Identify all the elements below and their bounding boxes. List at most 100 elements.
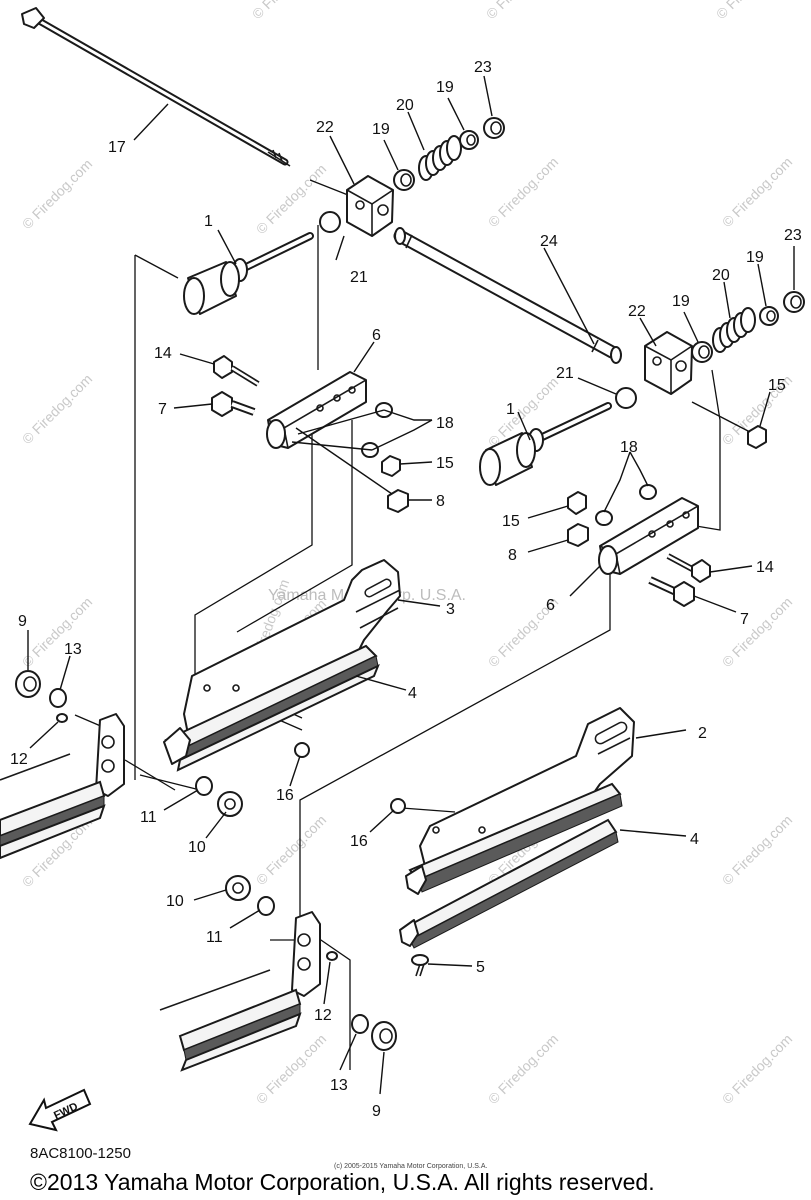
callout-15: 15 bbox=[502, 513, 520, 530]
callout-18: 18 bbox=[436, 415, 454, 432]
callout-9: 9 bbox=[18, 613, 27, 630]
part-21-spacer-right bbox=[615, 387, 637, 409]
part-12-pin-upper bbox=[56, 713, 68, 723]
callout-5: 5 bbox=[476, 959, 485, 976]
callout-6: 6 bbox=[546, 597, 555, 614]
watermark-text: © Firedog.com bbox=[713, 0, 789, 22]
callout-10: 10 bbox=[166, 893, 184, 910]
leader-lines bbox=[27, 75, 795, 1095]
watermark-text: © Firedog.com bbox=[719, 1031, 795, 1107]
part-13-bushing-upper bbox=[49, 688, 67, 708]
part-1-shaft-right bbox=[479, 402, 612, 486]
callout-19: 19 bbox=[672, 293, 690, 310]
spring-assembly-right bbox=[691, 291, 805, 363]
callout-9: 9 bbox=[372, 1103, 381, 1120]
part-10-washer-lower-inner bbox=[232, 882, 244, 894]
fastener-group-left bbox=[361, 402, 409, 513]
callout-6: 6 bbox=[372, 327, 381, 344]
part-code-label: 8AC8100-1250 bbox=[30, 1145, 131, 1162]
part-10-washer-upper bbox=[217, 791, 243, 817]
callout-8: 8 bbox=[508, 547, 517, 564]
watermark-text: © Firedog.com bbox=[19, 594, 95, 670]
callout-23: 23 bbox=[474, 59, 492, 76]
part-7-bolt-left bbox=[211, 391, 256, 417]
callout-4: 4 bbox=[690, 831, 699, 848]
part-16-pin-upper bbox=[294, 742, 310, 758]
watermark-text: © Firedog.com bbox=[483, 0, 559, 22]
part-14-bolt-right bbox=[666, 553, 711, 583]
callout-1: 1 bbox=[506, 401, 515, 418]
callout-1: 1 bbox=[204, 213, 213, 230]
callout-20: 20 bbox=[712, 267, 730, 284]
callout-15: 15 bbox=[768, 377, 786, 394]
callout-11: 11 bbox=[206, 929, 223, 946]
callout-22: 22 bbox=[628, 303, 646, 320]
watermark-text: © Firedog.com bbox=[19, 156, 95, 232]
watermark-text: © Firedog.com bbox=[253, 812, 329, 888]
part-21-spacer-left bbox=[319, 211, 341, 233]
callout-20: 20 bbox=[396, 97, 414, 114]
assembly-guides bbox=[74, 179, 721, 1070]
callout-22: 22 bbox=[316, 119, 334, 136]
callout-16: 16 bbox=[350, 833, 368, 850]
part-10-washer-upper-inner bbox=[224, 798, 236, 810]
part-13-bushing-lower bbox=[351, 1014, 369, 1034]
part-24-shaft bbox=[393, 227, 622, 364]
callout-24: 24 bbox=[540, 233, 558, 250]
small-copyright: (c) 2005-2015 Yamaha Motor Corporation, … bbox=[334, 1163, 487, 1170]
watermark-text: © Firedog.com bbox=[719, 154, 795, 230]
spring-assembly-left bbox=[393, 117, 505, 191]
part-9-cap-lower-inner bbox=[379, 1028, 393, 1044]
callout-21: 21 bbox=[556, 365, 574, 382]
callout-2: 2 bbox=[698, 725, 707, 742]
callout-3: 3 bbox=[446, 601, 455, 618]
part-17-long-shaft bbox=[21, 7, 291, 167]
fwd-arrow-icon: FWD bbox=[28, 1088, 92, 1132]
callout-12: 12 bbox=[314, 1007, 332, 1024]
callout-18: 18 bbox=[620, 439, 638, 456]
frame-left-lower bbox=[159, 911, 321, 1072]
part-22-block-right bbox=[644, 331, 693, 395]
watermark-text: © Firedog.com bbox=[485, 1031, 561, 1107]
part-11-bushing-lower bbox=[257, 896, 275, 916]
callout-23: 23 bbox=[784, 227, 802, 244]
part-14-bolt-left bbox=[213, 355, 260, 387]
part-9-cap-upper-inner bbox=[23, 676, 37, 692]
watermark-text: © Firedog.com bbox=[253, 1031, 329, 1107]
part-9-cap-upper bbox=[15, 670, 41, 698]
part-6-link-left bbox=[266, 371, 367, 449]
part-4-slide-lower bbox=[399, 782, 623, 949]
callout-7: 7 bbox=[158, 401, 167, 418]
callout-10: 10 bbox=[188, 839, 206, 856]
part-16-pin-lower bbox=[390, 798, 406, 814]
part-9-cap-lower bbox=[371, 1021, 397, 1051]
callout-14: 14 bbox=[756, 559, 774, 576]
callout-14: 14 bbox=[154, 345, 172, 362]
frame-left-upper bbox=[0, 713, 125, 860]
part-1-shaft-left bbox=[183, 232, 314, 315]
part-22-block-left bbox=[346, 175, 394, 237]
part-5-screw bbox=[411, 954, 429, 977]
callout-21: 21 bbox=[350, 269, 368, 286]
callout-11: 11 bbox=[140, 809, 157, 826]
callout-7: 7 bbox=[740, 611, 749, 628]
callout-13: 13 bbox=[330, 1077, 348, 1094]
watermark-text: © Firedog.com bbox=[719, 594, 795, 670]
callout-16: 16 bbox=[276, 787, 294, 804]
watermark-text: © Firedog.com bbox=[719, 812, 795, 888]
callout-19: 19 bbox=[372, 121, 390, 138]
callout-labels: 17 22 19 20 19 23 1 21 6 14 7 18 15 8 24… bbox=[10, 59, 802, 1120]
copyright-notice: ©2013 Yamaha Motor Corporation, U.S.A. A… bbox=[30, 1169, 655, 1195]
part-4-slide-upper bbox=[163, 644, 380, 772]
callout-19: 19 bbox=[746, 249, 764, 266]
callout-4: 4 bbox=[408, 685, 417, 702]
watermark-text: © Firedog.com bbox=[249, 0, 325, 22]
callout-13: 13 bbox=[64, 641, 82, 658]
part-6-link-right bbox=[598, 497, 699, 575]
part-7-bolt-right bbox=[648, 576, 695, 607]
callout-19: 19 bbox=[436, 79, 454, 96]
callout-17: 17 bbox=[108, 139, 126, 156]
callout-15: 15 bbox=[436, 455, 454, 472]
part-12-pin-lower bbox=[326, 951, 338, 961]
